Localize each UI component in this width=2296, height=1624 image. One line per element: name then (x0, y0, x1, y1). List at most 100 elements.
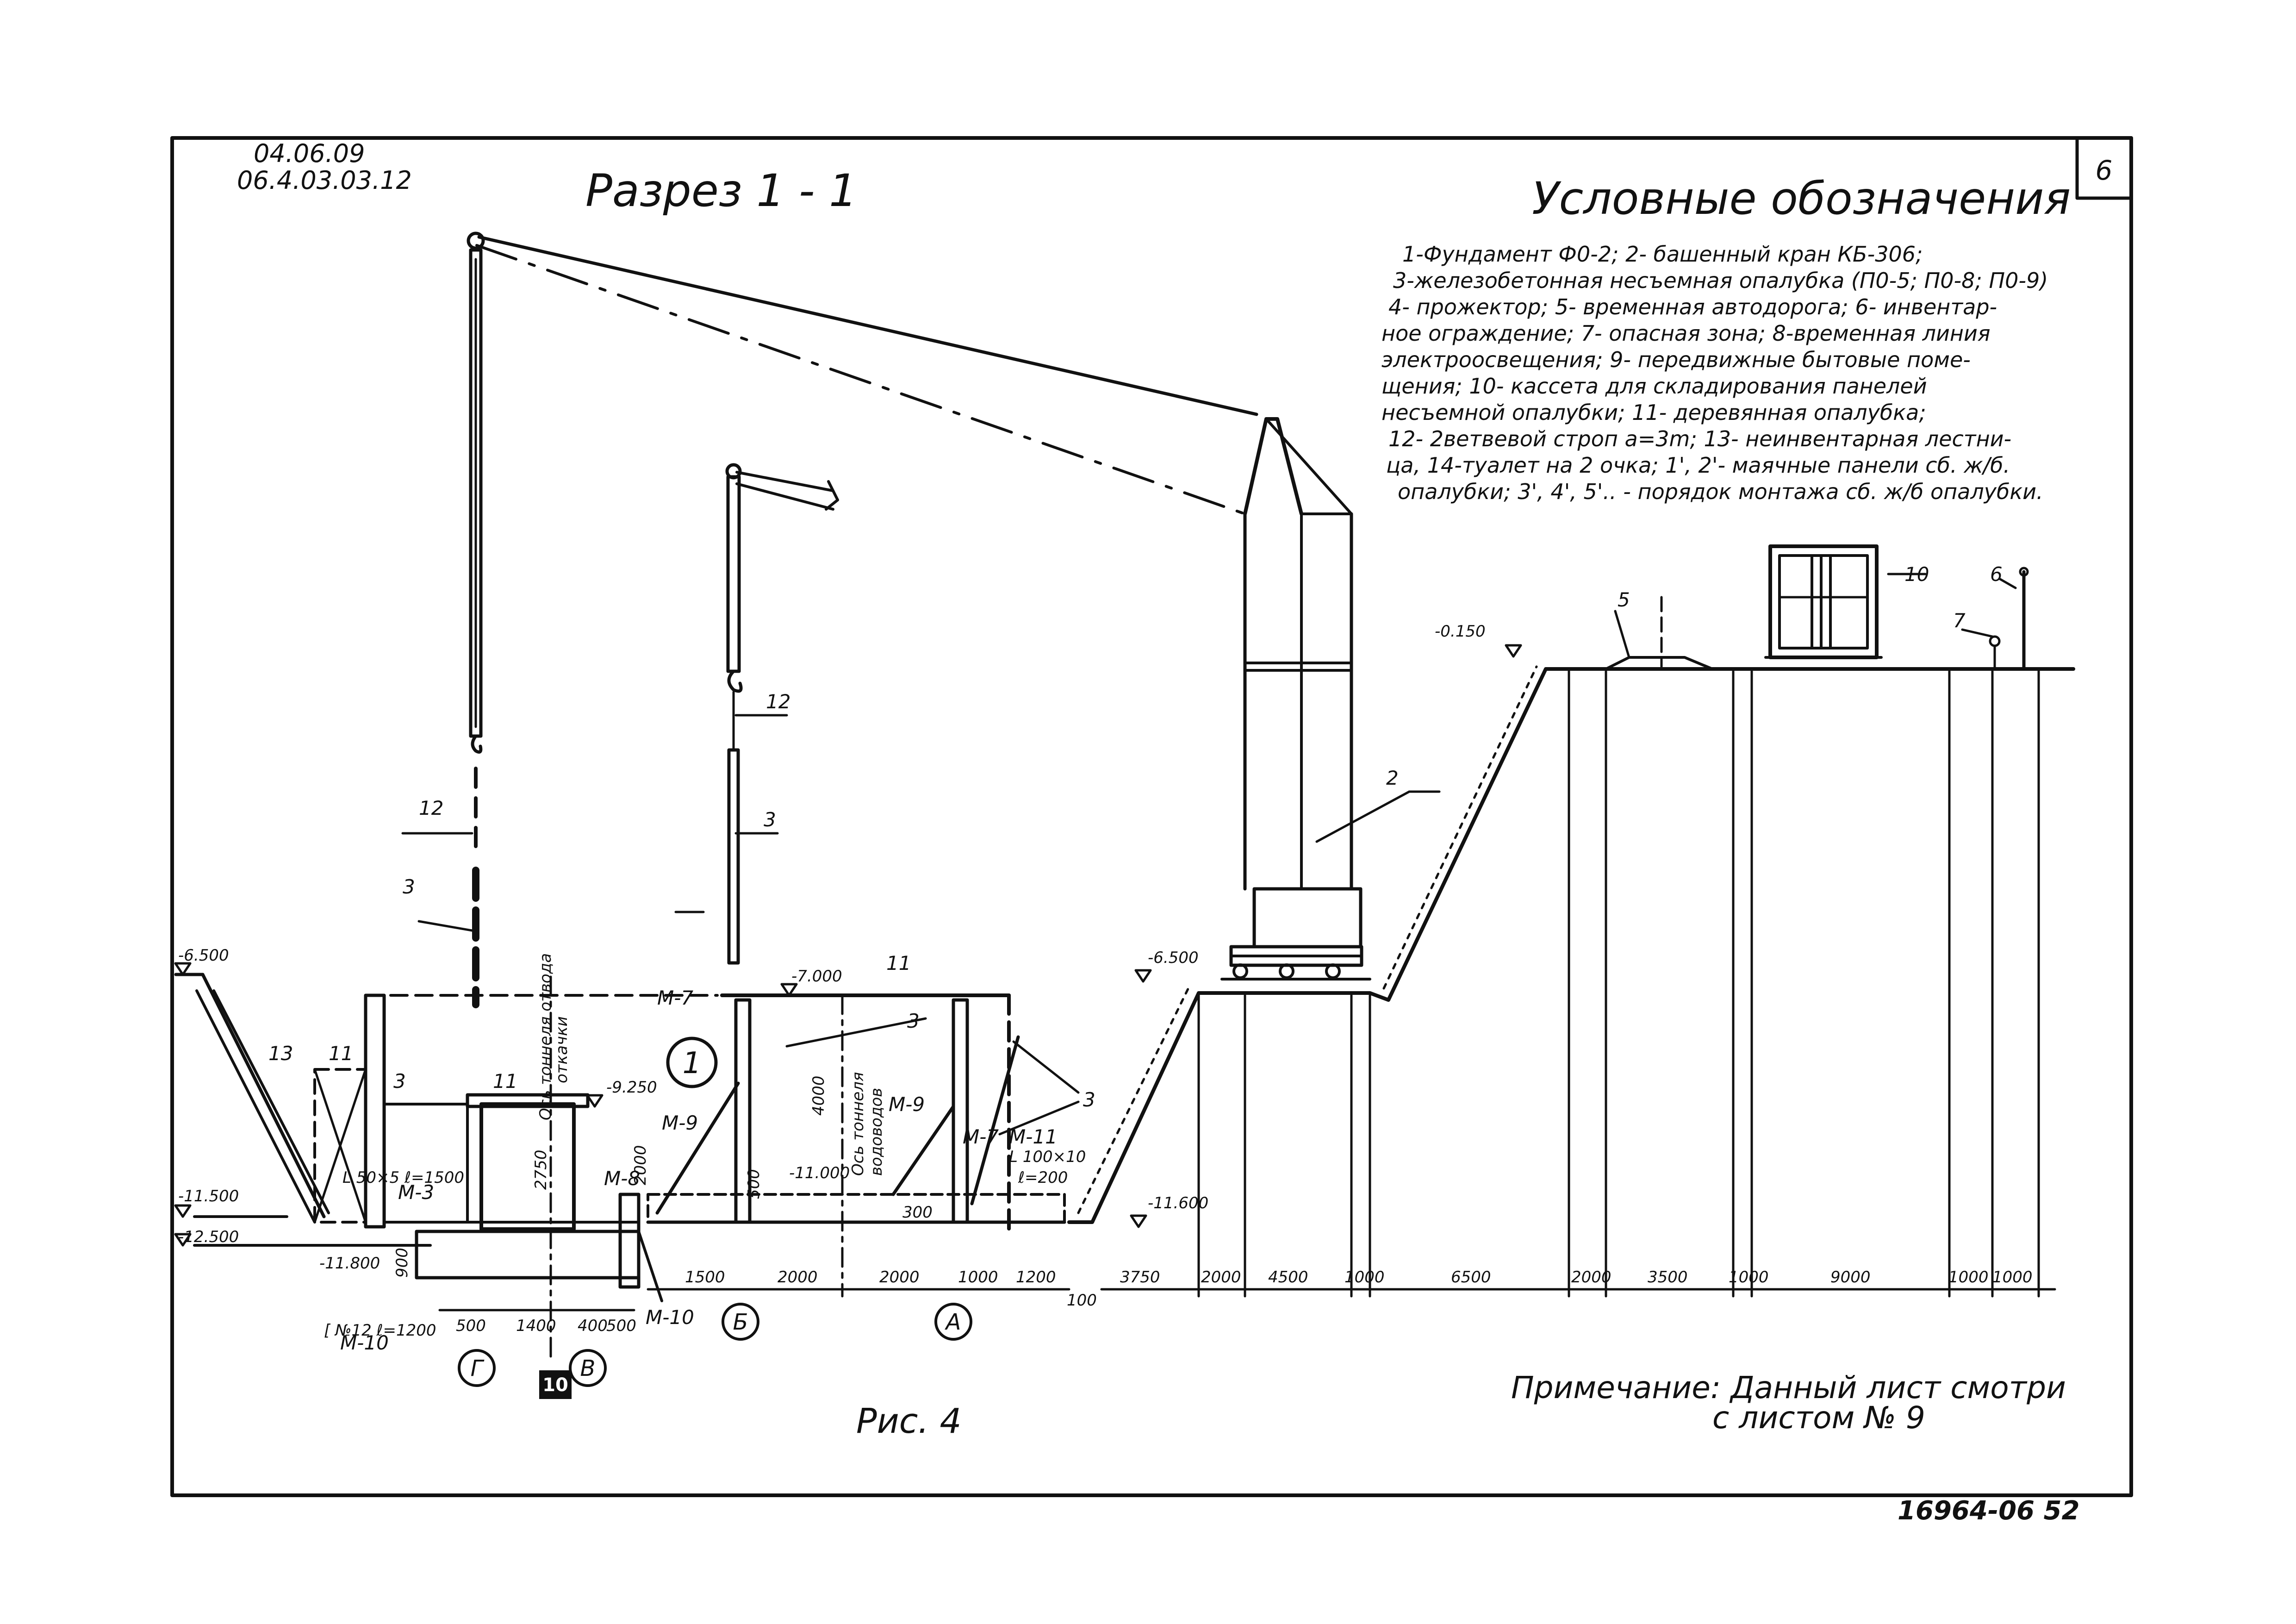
dimension-lines (438, 1288, 2056, 1312)
tunnel-axis-text: Ось тоннеля (849, 1072, 867, 1176)
elev-inner-mid: -11.000 (789, 1164, 850, 1182)
left-excavation (174, 973, 719, 1362)
callout-12: 12 (419, 797, 443, 819)
callout-3: 3 (393, 1070, 406, 1093)
dim-text: 1000 (1948, 1268, 1989, 1287)
dim-text: 9000 (1830, 1268, 1871, 1287)
callout-7: 7 (1953, 609, 1966, 632)
dim-text: 1500 (685, 1268, 725, 1287)
dimension-text: 500 1400 400 500 1500 2000 2000 1000 120… (456, 1268, 2033, 1335)
tunnel-axis-text: откачки (553, 1016, 571, 1083)
axis-label-g: Г (471, 1355, 485, 1381)
dim-text: 2000 (879, 1268, 920, 1287)
dim-vertical: 900 (393, 1248, 411, 1278)
figure-caption: Рис. 4 (856, 1401, 962, 1441)
axis-box (539, 1370, 572, 1399)
dim-text: 3500 (1648, 1268, 1688, 1287)
elev-mid: -9.250 (606, 1078, 657, 1097)
outer-frame (170, 136, 2133, 1497)
callout-1: 1 (683, 1046, 702, 1081)
dim-vertical: 500 (745, 1169, 763, 1199)
page-number: 6 (2096, 155, 2113, 186)
dim-text: 1000 (1344, 1268, 1385, 1287)
dim-text: 500 (456, 1317, 486, 1335)
dim-text: 1000 (1729, 1268, 1769, 1287)
dim-vertical: 2750 (532, 1149, 550, 1190)
legend-line: щения; 10- кассета для складирования пан… (1381, 374, 1927, 399)
angle-label: L 100×10 (1009, 1148, 1086, 1166)
callout-13: 13 (268, 1042, 293, 1065)
dim-text: 2000 (1571, 1268, 1612, 1287)
jib-tip-pulley (467, 231, 485, 250)
callout-3: 3 (907, 1010, 920, 1032)
dim-text: 6500 (1451, 1268, 1491, 1287)
member-m9: М-9 (889, 1093, 925, 1116)
elev-left-low: -12.500 (178, 1228, 239, 1246)
center-chamber: 1 (646, 993, 1066, 1298)
panel-cassette (1768, 544, 1879, 659)
callout-5: 5 (1618, 588, 1630, 611)
tunnel-axis-text: водоводов (867, 1088, 886, 1176)
legend-line: опалубки; 3', 4', 5'.. - порядок монтажа… (1398, 479, 2043, 504)
elev-crane-base: -6.500 (1148, 949, 1199, 967)
axis-label-a: А (945, 1309, 961, 1335)
legend-line: электроосвещения; 9- передвижные бытовые… (1381, 347, 1971, 372)
sheet-code-1: 04.06.09 (254, 139, 365, 168)
member-m7: М-7 (963, 1125, 999, 1148)
channel-label: [ №12 ℓ=1200 (324, 1321, 436, 1340)
axis-bubbles (458, 1303, 972, 1399)
dim-text: 500 (606, 1317, 636, 1335)
dim-text: 1000 (958, 1268, 998, 1287)
elev-inner-bottom: -11.800 (319, 1254, 380, 1273)
hook-assembly (725, 463, 839, 965)
member-m8: М-8 (604, 1167, 640, 1190)
legend-line: ное ограждение; 7- опасная зона; 8-време… (1381, 321, 1991, 346)
callout-12: 12 (766, 690, 790, 713)
sheet-code-2: 06.4.03.03.12 (237, 166, 412, 195)
dim-vertical: 2000 (631, 1145, 650, 1185)
elev-slab-top: -7.000 (791, 967, 842, 986)
axis-label-v: В (580, 1355, 596, 1381)
dim-vertical: 4000 (809, 1075, 828, 1116)
callout-10: 10 (1904, 563, 1929, 586)
dim-text: 1000 (1992, 1268, 2033, 1287)
tunnel-axis-text: Ось тоннеля отвода (536, 953, 555, 1120)
note-line-2: с листом № 9 (1712, 1400, 1925, 1436)
elev-left-top: -6.500 (178, 946, 229, 965)
tower-crane (467, 231, 1371, 1008)
elev-right-pit: -11.600 (1148, 1194, 1208, 1212)
document-number: 16964-06 52 (1898, 1496, 2079, 1526)
angle-label: L 50×5 ℓ=1500 (342, 1168, 464, 1187)
member-m10: М-10 (340, 1331, 389, 1354)
callout-3: 3 (1083, 1088, 1095, 1111)
note-line-1: Примечание: Данный лист смотри (1511, 1370, 2066, 1405)
right-excavation (1067, 544, 2075, 1298)
dim-text: 1400 (516, 1317, 556, 1335)
callout-11: 11 (329, 1042, 353, 1065)
dim-text: 2000 (1201, 1268, 1241, 1287)
dim-100: 100 (1067, 1291, 1097, 1310)
member-m7: М-7 (657, 987, 693, 1009)
legend-line: ца, 14-туалет на 2 очка; 1', 2'- маячные… (1386, 453, 2010, 478)
member-m11: М-11 (1009, 1125, 1058, 1148)
elev-ground: -0.150 (1435, 622, 1486, 641)
member-m3: М-3 (398, 1181, 434, 1204)
axis-label-b: Б (733, 1309, 748, 1335)
legend-list: 1-Фундамент Ф0-2; 2- башенный кран КБ-30… (1381, 242, 2048, 504)
callout-circle (666, 1037, 718, 1088)
dim-text: 400 (578, 1317, 608, 1335)
callout-11: 11 (886, 952, 911, 974)
callout-6: 6 (1990, 563, 2003, 586)
angle-label: ℓ=200 (1018, 1168, 1068, 1187)
elev-left-mid: -11.500 (178, 1187, 239, 1206)
member-m10: М-10 (646, 1306, 694, 1329)
legend-line: 1-Фундамент Ф0-2; 2- башенный кран КБ-30… (1402, 242, 1923, 267)
legend-line: 3-железобетонная несъемная опалубка (П0-… (1393, 268, 2048, 293)
dim-text: 1200 (1016, 1268, 1056, 1287)
dim-text: 2000 (778, 1268, 818, 1287)
callout-3: 3 (403, 875, 415, 898)
section-title: Разрез 1 - 1 (585, 165, 857, 217)
legend-line: 4- прожектор; 5- временная автодорога; 6… (1388, 294, 1997, 319)
dim-300: 300 (902, 1203, 933, 1222)
